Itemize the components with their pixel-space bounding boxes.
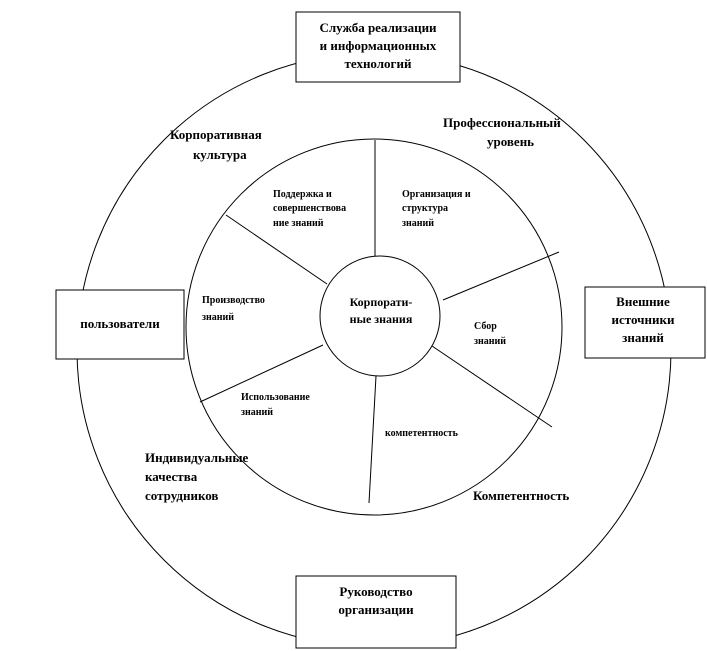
label-individual-line-3: сотрудников	[145, 488, 218, 503]
center-line-1: Корпорати-	[350, 295, 413, 309]
box-right-line-1: Внешние	[616, 294, 670, 309]
segment-usage-line-1: Использование	[241, 392, 310, 403]
segment-competence-label: компетентность	[385, 428, 459, 439]
box-left-label: пользователи	[80, 316, 160, 331]
box-top	[295, 11, 461, 83]
segment-dividers	[199, 140, 560, 504]
inner-circle	[319, 255, 441, 377]
segment-production-line-1: Производство	[202, 295, 265, 306]
box-top-line-2: и информационных	[320, 38, 437, 53]
segment-organization-line-1: Организация и	[402, 189, 471, 200]
divider-left-upper	[225, 214, 328, 285]
box-left	[55, 289, 185, 360]
segment-support-line-2: совершенствова	[273, 203, 346, 214]
label-professional-line-1: Профессиональный	[443, 115, 561, 130]
divider-bottom	[368, 375, 377, 504]
segment-support-line-3: ние знаний	[273, 218, 324, 229]
segment-organization-line-3: знаний	[402, 218, 434, 229]
divider-right-lower	[431, 345, 553, 428]
label-individual-line-1: Индивидуальные	[145, 450, 249, 465]
label-professional-line-2: уровень	[487, 134, 534, 149]
label-culture-line-1: Корпоративная	[170, 127, 262, 142]
segment-collection-line-2: знаний	[474, 336, 506, 347]
center-line-2: ные знания	[350, 312, 413, 326]
box-bottom	[295, 575, 457, 649]
segment-usage-line-2: знаний	[241, 407, 273, 418]
box-bottom-line-1: Руководство	[339, 584, 412, 599]
segment-collection-line-1: Сбор	[474, 321, 497, 332]
box-right-line-3: знаний	[622, 330, 664, 345]
segment-support-line-1: Поддержка и	[273, 189, 332, 200]
middle-ring	[185, 138, 563, 516]
divider-left-lower	[199, 344, 324, 403]
divider-right-upper	[442, 251, 560, 301]
label-individual-line-2: качества	[145, 469, 198, 484]
box-right-line-2: источники	[612, 312, 675, 327]
box-top-line-3: технологий	[345, 56, 412, 71]
box-right	[584, 286, 706, 359]
label-culture-line-2: культура	[193, 147, 247, 162]
box-bottom-line-2: организации	[338, 602, 414, 617]
label-competence-outer: Компетентность	[473, 488, 569, 503]
segment-production-line-2: знаний	[202, 312, 234, 323]
box-top-line-1: Служба реализации	[319, 20, 437, 35]
segment-organization-line-2: структура	[402, 203, 448, 214]
